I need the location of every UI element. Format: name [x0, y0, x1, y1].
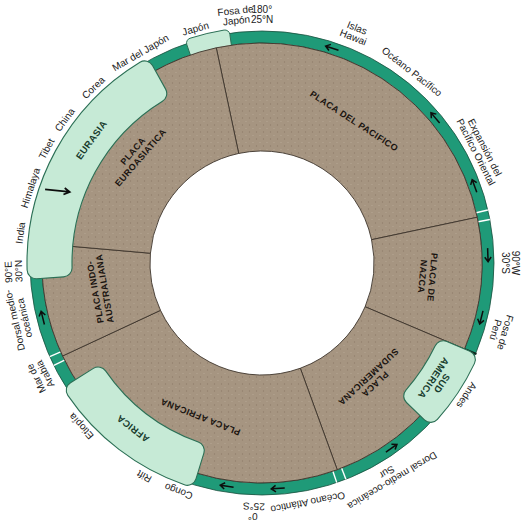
map-label: Islas Hawai: [336, 18, 373, 49]
map-label: Congo: [164, 482, 195, 501]
motion-arrow: [484, 248, 491, 262]
trench-mark: [464, 349, 477, 354]
plate-name: PLACA DE NAZCA: [414, 249, 438, 306]
collision-arrow: [45, 182, 70, 198]
map-label: 90°W: [510, 251, 520, 276]
motion-arrow: [477, 310, 486, 325]
continent-name: AFRICA: [115, 413, 152, 445]
plate-name: PLACA AFRICANA: [159, 395, 242, 436]
continent-outline: [404, 341, 476, 423]
continent-outline: [27, 61, 167, 279]
plate-fill: [365, 217, 482, 349]
motion-arrow: [325, 43, 340, 53]
plate-outline: [43, 48, 239, 253]
plate-outline: [63, 310, 338, 483]
ridge-mark: [342, 468, 346, 479]
motion-arrow-path: [220, 482, 234, 490]
plate-outline: [300, 307, 464, 470]
ridge-mark: [54, 360, 65, 365]
motion-arrow-path: [384, 442, 399, 455]
motion-arrow: [469, 179, 480, 194]
continent-name: SUD AMERICA: [414, 354, 459, 407]
plate-fill: [43, 48, 239, 253]
motion-arrow-path: [428, 111, 442, 125]
motion-arrow-path: [477, 310, 486, 325]
motion-arrow-path: [271, 485, 285, 492]
ridge-mark: [478, 220, 490, 222]
motion-arrow-path: [469, 179, 480, 194]
plate-name: PLACA DEL PACIFICO: [308, 90, 400, 154]
ridge-mark: [333, 471, 337, 482]
plate-name: PLACA SUDAMERICANA: [335, 345, 407, 414]
motion-arrow-path: [484, 248, 491, 262]
map-label: Tibet: [38, 137, 57, 161]
map-label: 180°: [252, 5, 273, 15]
map-label: 30°N: [14, 260, 25, 283]
plate-name: PLACA INDO-AUSTRALIANA: [86, 257, 117, 325]
plate-edge-band: [30, 31, 494, 495]
plate-outline: [42, 244, 160, 356]
motion-arrow: [384, 442, 399, 455]
plate-outline: [216, 43, 477, 240]
plate-fill: [63, 310, 338, 483]
ridge-mark: [50, 352, 61, 357]
motion-arrow: [220, 482, 234, 490]
plate-fill: [42, 244, 160, 356]
motion-arrow: [271, 485, 285, 492]
plate-fill: [216, 43, 477, 240]
continent-name: EURASIA: [74, 118, 109, 161]
motion-arrow: [428, 111, 442, 125]
map-label: 30°S: [500, 252, 510, 274]
map-label: Rift: [135, 468, 153, 484]
motion-arrow-path: [325, 43, 340, 53]
map-label: 25°S: [242, 500, 264, 511]
map-label: 25°N: [251, 15, 273, 25]
map-label: India: [14, 222, 27, 245]
map-label: 90°E: [4, 261, 15, 283]
motion-arrow-path: [38, 311, 47, 326]
map-label: Fosa de Perú: [485, 309, 515, 353]
plate-name: PLACA EUROASIATICA: [102, 116, 173, 193]
plate-fill: [300, 307, 464, 470]
band-group: [30, 30, 494, 495]
ridge-mark: [476, 210, 488, 213]
motion-arrow: [38, 311, 47, 326]
plate-outline: [365, 217, 482, 349]
continent-outline: [66, 367, 204, 485]
map-label: 0°: [248, 511, 258, 521]
